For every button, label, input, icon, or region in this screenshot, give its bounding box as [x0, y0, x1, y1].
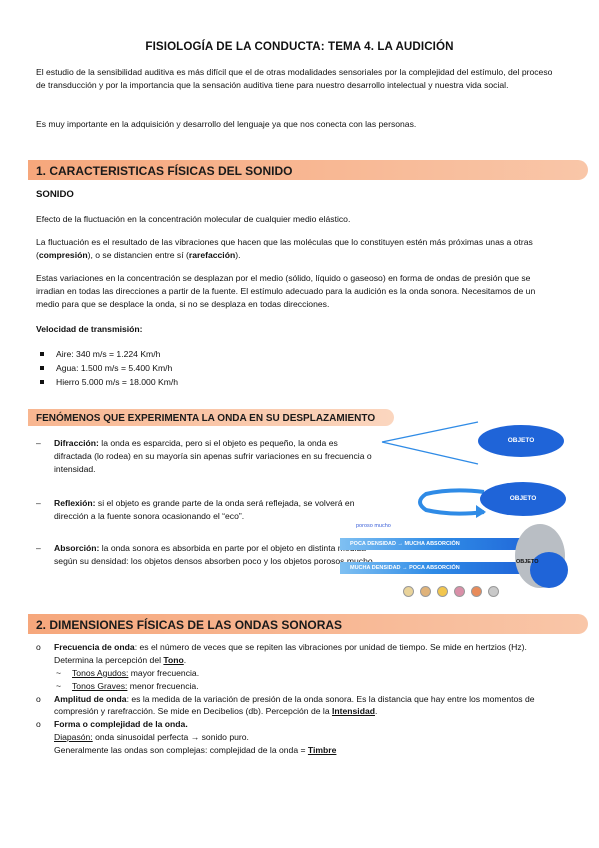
- frequency-term: Frecuencia de onda: [54, 642, 135, 652]
- phenomenon-absorption: – Absorción: la onda sonora es absorbida…: [36, 543, 376, 566]
- list-item: o Frecuencia de onda: es el número de ve…: [36, 642, 527, 665]
- page-title: FISIOLOGÍA DE LA CONDUCTA: TEMA 4. LA AU…: [145, 40, 454, 53]
- list-item: Agua: 1.500 m/s = 5.400 Km/h: [40, 361, 178, 375]
- person-icon: [454, 586, 465, 597]
- object-diffraction: OBJETO: [478, 425, 564, 457]
- velocity-label: Velocidad de transmisión:: [36, 324, 143, 334]
- wave-dimensions-list: o Frecuencia de onda: es el número de ve…: [36, 641, 566, 757]
- absorption-band-1: [340, 538, 540, 550]
- list-item: Aire: 340 m/s = 1.224 Km/h: [40, 347, 178, 361]
- absorption-term: Absorción:: [54, 543, 100, 553]
- list-item: Hierro 5.000 m/s = 18.000 Km/h: [40, 375, 178, 389]
- velocity-list: Aire: 340 m/s = 1.224 Km/h Agua: 1.500 m…: [40, 347, 178, 389]
- porous-label: poroso mucho: [356, 523, 391, 529]
- section-1-heading-bar: 1. CARACTERISTICAS FÍSICAS DEL SONIDO: [28, 160, 588, 180]
- phenomena-heading-bar: FENÓMENOS QUE EXPERIMENTA LA ONDA EN SU …: [28, 409, 394, 426]
- person-icon: [488, 586, 499, 597]
- intensity-term: Intensidad: [332, 706, 375, 717]
- phenomenon-diffraction: – Difracción: la onda es esparcida, pero…: [36, 438, 372, 474]
- reflection-arrow-diagram: [418, 488, 486, 518]
- sound-definition: Efecto de la fluctuación en la concentra…: [36, 214, 351, 224]
- amplitude-term: Amplitud de onda: [54, 693, 127, 704]
- timbre-term: Timbre: [307, 745, 337, 756]
- list-item: o Amplitud de onda: es la medida de la v…: [36, 693, 535, 717]
- reflection-term: Reflexión:: [54, 498, 96, 508]
- person-icon: [420, 586, 431, 597]
- object-reflection: OBJETO: [480, 482, 566, 516]
- list-item: o Forma o complejidad de la onda. Diapas…: [36, 719, 337, 756]
- object-absorption-label: OBJETO: [516, 559, 539, 565]
- phenomena-heading: FENÓMENOS QUE EXPERIMENTA LA ONDA EN SU …: [36, 413, 376, 424]
- compression-term: compresión: [38, 249, 88, 260]
- fluctuation-paragraph: La fluctuación es el resultado de las vi…: [36, 237, 533, 260]
- low-tones-term: Tonos Graves:: [72, 680, 128, 691]
- dash-marker: –: [36, 543, 41, 553]
- person-icon: [471, 586, 482, 597]
- form-term: Forma o complejidad de la onda.: [54, 719, 188, 730]
- tuning-fork-term: Diapasón:: [54, 732, 93, 743]
- person-icon: [403, 586, 414, 597]
- section-1-heading: 1. CARACTERISTICAS FÍSICAS DEL SONIDO: [36, 164, 293, 178]
- diffraction-lines-diagram: [381, 421, 479, 465]
- dash-marker: –: [36, 438, 41, 448]
- absorption-band-2: [340, 562, 525, 574]
- dash-marker: –: [36, 498, 41, 508]
- section-2-heading: 2. DIMENSIONES FÍSICAS DE LAS ONDAS SONO…: [36, 618, 343, 632]
- section-2-heading-bar: 2. DIMENSIONES FÍSICAS DE LAS ONDAS SONO…: [28, 614, 588, 634]
- intro-paragraph-2: Es muy importante en la adquisición y de…: [36, 119, 417, 129]
- intro-paragraph-1: El estudio de la sensibilidad auditiva e…: [36, 67, 553, 90]
- dense-object-shape: [530, 552, 568, 588]
- phenomenon-reflection: – Reflexión: si el objeto es grande part…: [36, 498, 355, 521]
- rarefaction-term: rarefacción: [188, 249, 236, 260]
- high-tones-term: Tonos Agudos:: [72, 667, 129, 678]
- list-item: ~ Tonos Graves: menor frecuencia.: [56, 680, 199, 691]
- propagation-paragraph: Estas variaciones en la concentración se…: [36, 273, 536, 309]
- diffraction-term: Difracción:: [54, 438, 99, 448]
- person-icon: [437, 586, 448, 597]
- sound-subheading: SONIDO: [36, 189, 74, 200]
- tono-term: Tono: [163, 654, 184, 665]
- people-icons-row: [403, 586, 499, 597]
- absorption-diagram: poroso mucho POCA DENSIDAD → MUCHA ABSOR…: [320, 518, 570, 608]
- list-item: ~ Tonos Agudos: mayor frecuencia.: [56, 667, 200, 678]
